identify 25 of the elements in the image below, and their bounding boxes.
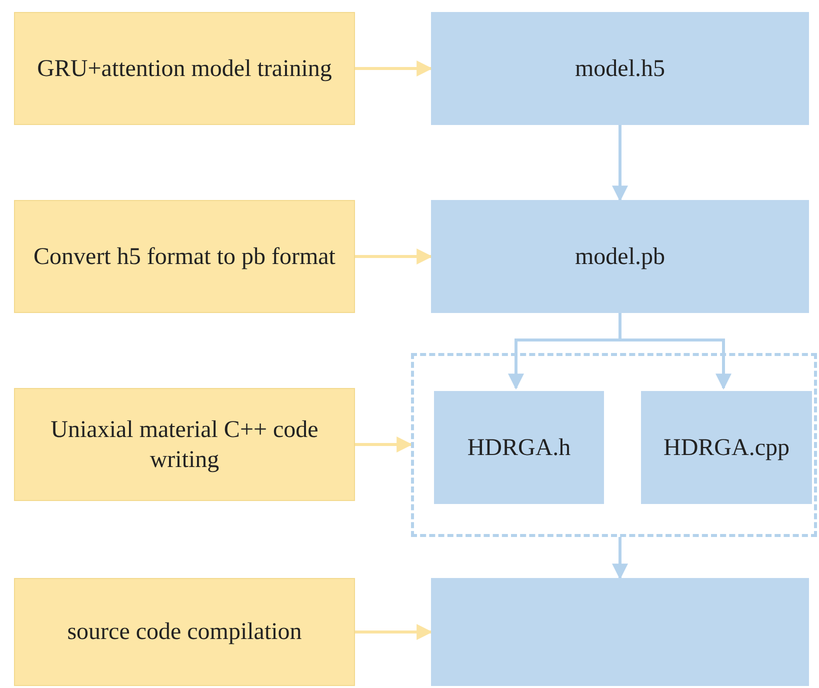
task-box <box>14 12 355 125</box>
arrow <box>612 125 628 202</box>
box-label: Uniaxial material C++ code writing <box>50 416 320 474</box>
box-label: source code compilation <box>66 618 303 647</box>
dashed-group-frame <box>411 353 817 537</box>
arrow <box>355 248 433 264</box>
file-box <box>431 12 809 125</box>
box-label: Convert h5 format to pb format <box>32 242 336 272</box>
box-label: HDRGA.cpp <box>662 434 790 462</box>
box-label: GRU+attention model training <box>36 54 333 84</box>
task-box <box>14 578 355 686</box>
file-box <box>431 200 809 313</box>
file-box <box>641 391 812 504</box>
arrow <box>355 436 413 452</box>
file-box <box>431 578 809 686</box>
file-box <box>434 391 604 504</box>
box-label: model.pb <box>574 242 666 272</box>
arrow <box>355 60 433 76</box>
arrow <box>618 313 732 390</box>
arrow <box>355 624 433 640</box>
box-label: HDRGA.h <box>466 434 572 462</box>
task-box <box>14 200 355 313</box>
box-label: model.h5 <box>574 54 666 84</box>
task-box <box>14 388 355 501</box>
arrow <box>612 537 628 580</box>
